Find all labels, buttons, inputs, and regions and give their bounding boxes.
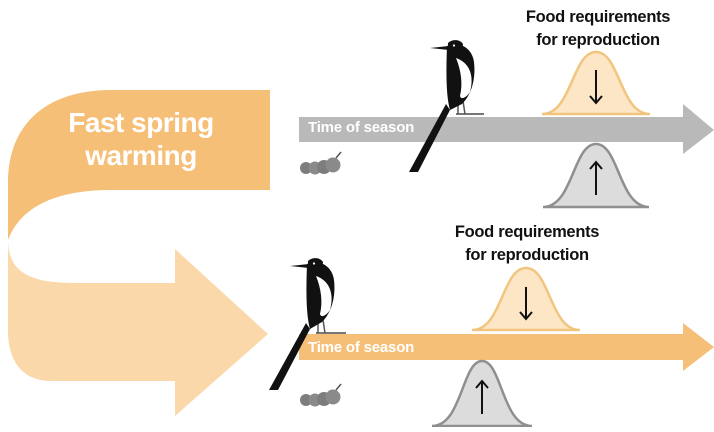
food-title-line-2: for reproduction (536, 31, 660, 49)
warming-label-line-2: warming (85, 140, 197, 171)
down-arrow-icon (589, 70, 603, 105)
time-arrow-bottom (299, 323, 714, 371)
magpie-icon (409, 40, 484, 172)
time-arrow-top (299, 104, 714, 154)
fast-spring-warming-label: Fast spring warming (56, 106, 226, 172)
warming-label-line-1: Fast spring (68, 107, 214, 138)
magpie-icon (269, 258, 346, 390)
time-of-season-label-bottom: Time of season (308, 339, 415, 356)
caterpillar-icon (300, 151, 342, 175)
food-title-line-1: Food requirements (454, 223, 600, 241)
up-arrow-icon (589, 160, 603, 195)
food-requirements-title-bottom: Food requirements for reproduction (427, 221, 627, 267)
caterpillar-icon (300, 383, 342, 407)
warming-arrow-upper (8, 90, 270, 240)
food-title-line-2: for reproduction (465, 246, 589, 264)
food-title-line-1: Food requirements (525, 8, 671, 26)
down-arrow-icon (519, 287, 533, 321)
food-requirements-title-top: Food requirements for reproduction (498, 6, 698, 52)
up-arrow-icon (475, 379, 489, 414)
time-of-season-label-top: Time of season (308, 119, 415, 136)
warming-arrow-lower (8, 240, 268, 416)
